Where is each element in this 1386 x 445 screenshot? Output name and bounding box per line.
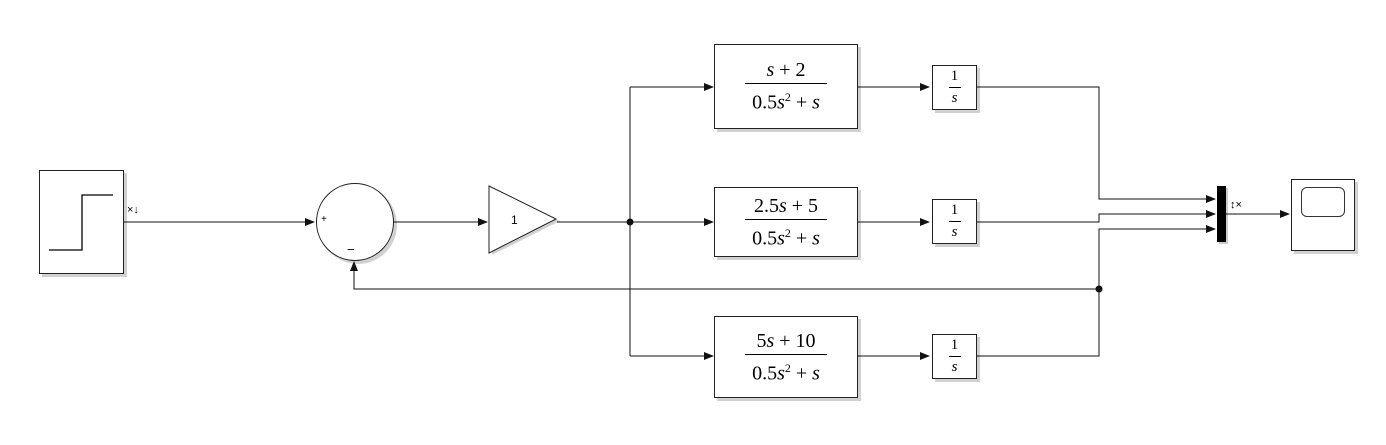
- integrator-3-den: s: [951, 359, 958, 375]
- step-block[interactable]: [39, 170, 124, 274]
- scope-screen-icon: [1301, 187, 1345, 217]
- integrator-2-den: s: [951, 224, 958, 240]
- line-feedback[interactable]: [350, 261, 1099, 290]
- step-icon: [49, 194, 113, 251]
- gain-block[interactable]: [486, 183, 566, 263]
- integrator-1-den: s: [951, 90, 958, 106]
- branch-point-feedback: [1095, 285, 1103, 293]
- integrator-2-num: 1: [950, 202, 959, 218]
- integrator-3-num: 1: [950, 337, 959, 353]
- scope-block[interactable]: [1291, 179, 1355, 251]
- gain-value: 1: [511, 213, 518, 227]
- tf3-numerator: 5s + 10: [756, 329, 816, 352]
- integrator-3-bar: [948, 356, 961, 357]
- tf1-denominator: 0.5s2 + s: [752, 90, 820, 114]
- integrator-1[interactable]: 1 s: [932, 65, 977, 110]
- tf1-numerator: s + 2: [766, 59, 806, 82]
- mux-block[interactable]: [1217, 186, 1226, 242]
- mux-port-label: ↕×: [1230, 199, 1242, 211]
- tf1-fraction-bar: [745, 83, 827, 85]
- tf2-fraction-bar: [745, 218, 827, 220]
- sum-minus-sign: −: [347, 242, 355, 257]
- sum-plus-sign: +: [321, 214, 327, 225]
- tf3-denominator: 0.5s2 + s: [752, 360, 820, 385]
- line-int2-to-mux[interactable]: [977, 210, 1216, 223]
- transfer-fcn-2[interactable]: 2.5s + 5 0.5s2 + s: [714, 187, 858, 257]
- transfer-fcn-1[interactable]: s + 2 0.5s2 + s: [714, 44, 858, 129]
- integrator-2-bar: [948, 221, 961, 222]
- sum-block[interactable]: [316, 183, 394, 261]
- integrator-1-bar: [948, 87, 961, 88]
- integrator-2[interactable]: 1 s: [932, 199, 977, 244]
- tf2-numerator: 2.5s + 5: [753, 194, 819, 217]
- line-int3-to-mux[interactable]: [977, 225, 1216, 357]
- line-int1-to-mux[interactable]: [977, 86, 1216, 203]
- tf3-fraction-bar: [745, 353, 827, 355]
- integrator-1-num: 1: [950, 68, 959, 84]
- branch-point-gain: [626, 218, 634, 226]
- transfer-fcn-3[interactable]: 5s + 10 0.5s2 + s: [714, 316, 858, 398]
- step-port-label: ×↓: [127, 204, 139, 216]
- tf2-denominator: 0.5s2 + s: [752, 225, 820, 250]
- integrator-3[interactable]: 1 s: [932, 334, 977, 379]
